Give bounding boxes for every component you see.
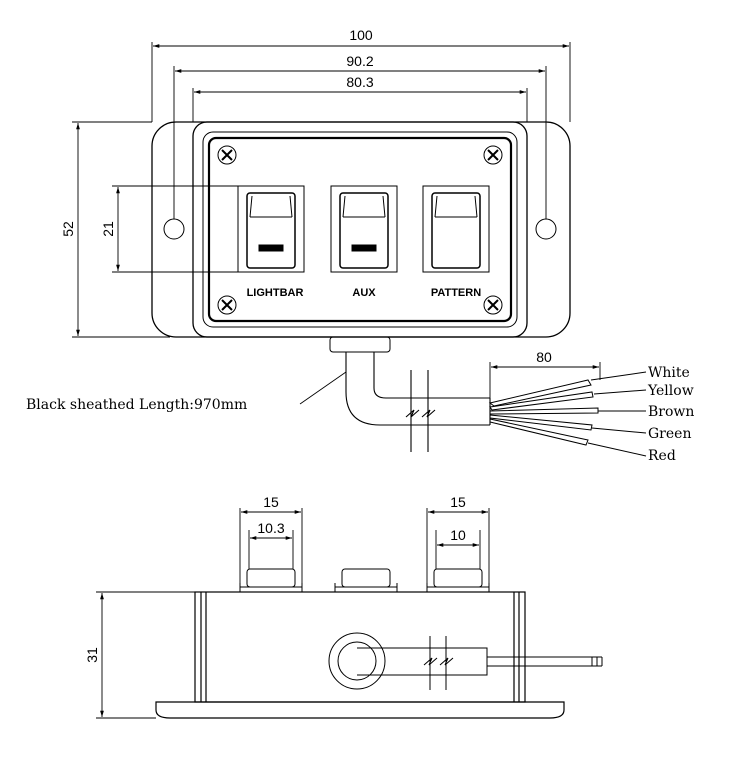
wire-green [489, 414, 647, 434]
wire-brown [489, 407, 646, 415]
screw-top-right [483, 145, 503, 165]
wire-red [489, 418, 647, 457]
screw-bottom-right [483, 295, 503, 315]
dimension-panel-width [192, 88, 528, 122]
cable-label: Black sheathed Length:970mm [26, 397, 247, 413]
dimension-strip-length [489, 362, 601, 398]
dim-label-80-3: 80.3 [346, 74, 373, 90]
wire-label-yellow: Yellow [647, 383, 694, 399]
mounting-flange [151, 121, 571, 338]
rocker-switch-pattern [422, 185, 490, 273]
switch-housing [192, 121, 528, 338]
wire-label-brown: Brown [648, 404, 694, 420]
wire-white [488, 371, 647, 407]
dim-label-10-3: 10.3 [257, 520, 284, 536]
switch-label-pattern: PATTERN [431, 287, 481, 299]
switch-label-lightbar: LIGHTBAR [247, 287, 304, 299]
rocker-switch-lightbar [237, 185, 305, 273]
dim-label-80: 80 [536, 349, 552, 365]
dimension-hole-spacing [173, 66, 547, 219]
dim-label-10: 10 [450, 527, 466, 543]
cable-gland [329, 336, 391, 353]
dim-label-15-left: 15 [263, 494, 279, 510]
dimension-left-switch-inner [248, 530, 294, 569]
dimension-overall-height [72, 121, 170, 338]
side-cable-gland [328, 632, 386, 690]
dim-label-100: 100 [349, 27, 373, 43]
screw-top-left [217, 145, 237, 165]
rocker-switch-aux [330, 185, 398, 273]
side-switch-left [239, 568, 303, 592]
dim-label-31: 31 [84, 647, 100, 663]
mounting-hole-right [535, 218, 557, 240]
side-housing [194, 591, 526, 703]
housing-inner-edge [202, 131, 518, 328]
switch-panel [207, 136, 513, 323]
side-switch-middle [334, 568, 398, 592]
dimension-right-switch-inner [435, 530, 481, 569]
screw-bottom-left [217, 295, 237, 315]
dim-label-21: 21 [100, 221, 116, 237]
mounting-hole-left [163, 218, 185, 240]
dimension-right-switch-outer [426, 508, 490, 583]
side-flange [155, 701, 565, 719]
wire-label-green: Green [648, 426, 691, 442]
side-switch-right [426, 568, 490, 592]
dim-label-15-right: 15 [450, 494, 466, 510]
dimension-overall-width [151, 42, 571, 122]
wire-label-red: Red [648, 448, 676, 464]
dimension-left-switch-outer [239, 508, 303, 583]
dim-label-90-2: 90.2 [346, 53, 373, 69]
dimension-switch-height [112, 185, 238, 273]
cable-sheath [345, 352, 491, 452]
cable-label-leader [299, 371, 347, 405]
switch-label-aux: AUX [352, 287, 376, 299]
wire-label-white: White [648, 365, 690, 381]
side-cable [357, 636, 603, 690]
wire-yellow [489, 389, 647, 411]
dim-label-52: 52 [60, 221, 76, 237]
dimension-side-height [96, 591, 195, 719]
